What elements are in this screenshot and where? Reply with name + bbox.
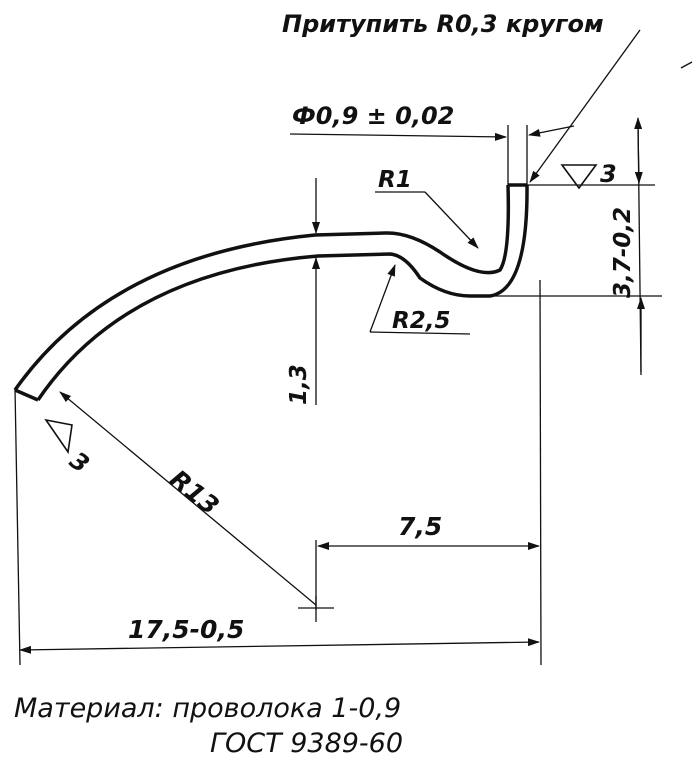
- diameter-label: Ф0,9 ± 0,02: [292, 102, 454, 130]
- height-right-label: 3,7-0,2: [610, 207, 636, 298]
- radius-small-label: R1: [378, 167, 412, 193]
- dim-line-total-width: [19, 638, 540, 654]
- leader-r1-arrow: [424, 191, 479, 249]
- roughness-triangle-top: [560, 164, 598, 190]
- dim-line-chamfer-leader: [529, 29, 641, 183]
- wire-part: [13, 183, 529, 402]
- dim-line-diameter: [289, 132, 507, 141]
- dim-line-r13: [59, 391, 317, 606]
- roughness-symbols: [44, 164, 598, 455]
- radius-bend-label: R2,5: [392, 308, 450, 334]
- roughness-value-left: 3: [64, 446, 94, 478]
- wire-outer-edge: [13, 184, 511, 392]
- height-small-label: 1,3: [286, 364, 312, 405]
- wire-left-end: [14, 388, 39, 402]
- chamfer-note: Притупить R0,3 кругом: [282, 10, 604, 38]
- leader-r25-arrow: [369, 264, 396, 333]
- extension-lines: [14, 125, 662, 666]
- roughness-triangle-left: [44, 418, 73, 455]
- dim-line-diameter-right: [528, 125, 575, 137]
- leader-r25-underline: [369, 331, 471, 335]
- width-inner-label: 7,5: [398, 512, 442, 541]
- roughness-value-top: 3: [600, 160, 617, 188]
- dim-arrow-right-top: [634, 129, 643, 184]
- material-note-line1: Материал: проволока 1-0,9: [14, 693, 402, 724]
- dimension-lines: [19, 29, 693, 654]
- stray-mark: [680, 61, 693, 69]
- width-total-label: 17,5-0,5: [128, 615, 244, 644]
- material-note-line2: ГОСТ 9389-60: [210, 728, 404, 759]
- wire-inner-edge: [36, 184, 529, 401]
- radius-large-label: R13: [164, 464, 224, 521]
